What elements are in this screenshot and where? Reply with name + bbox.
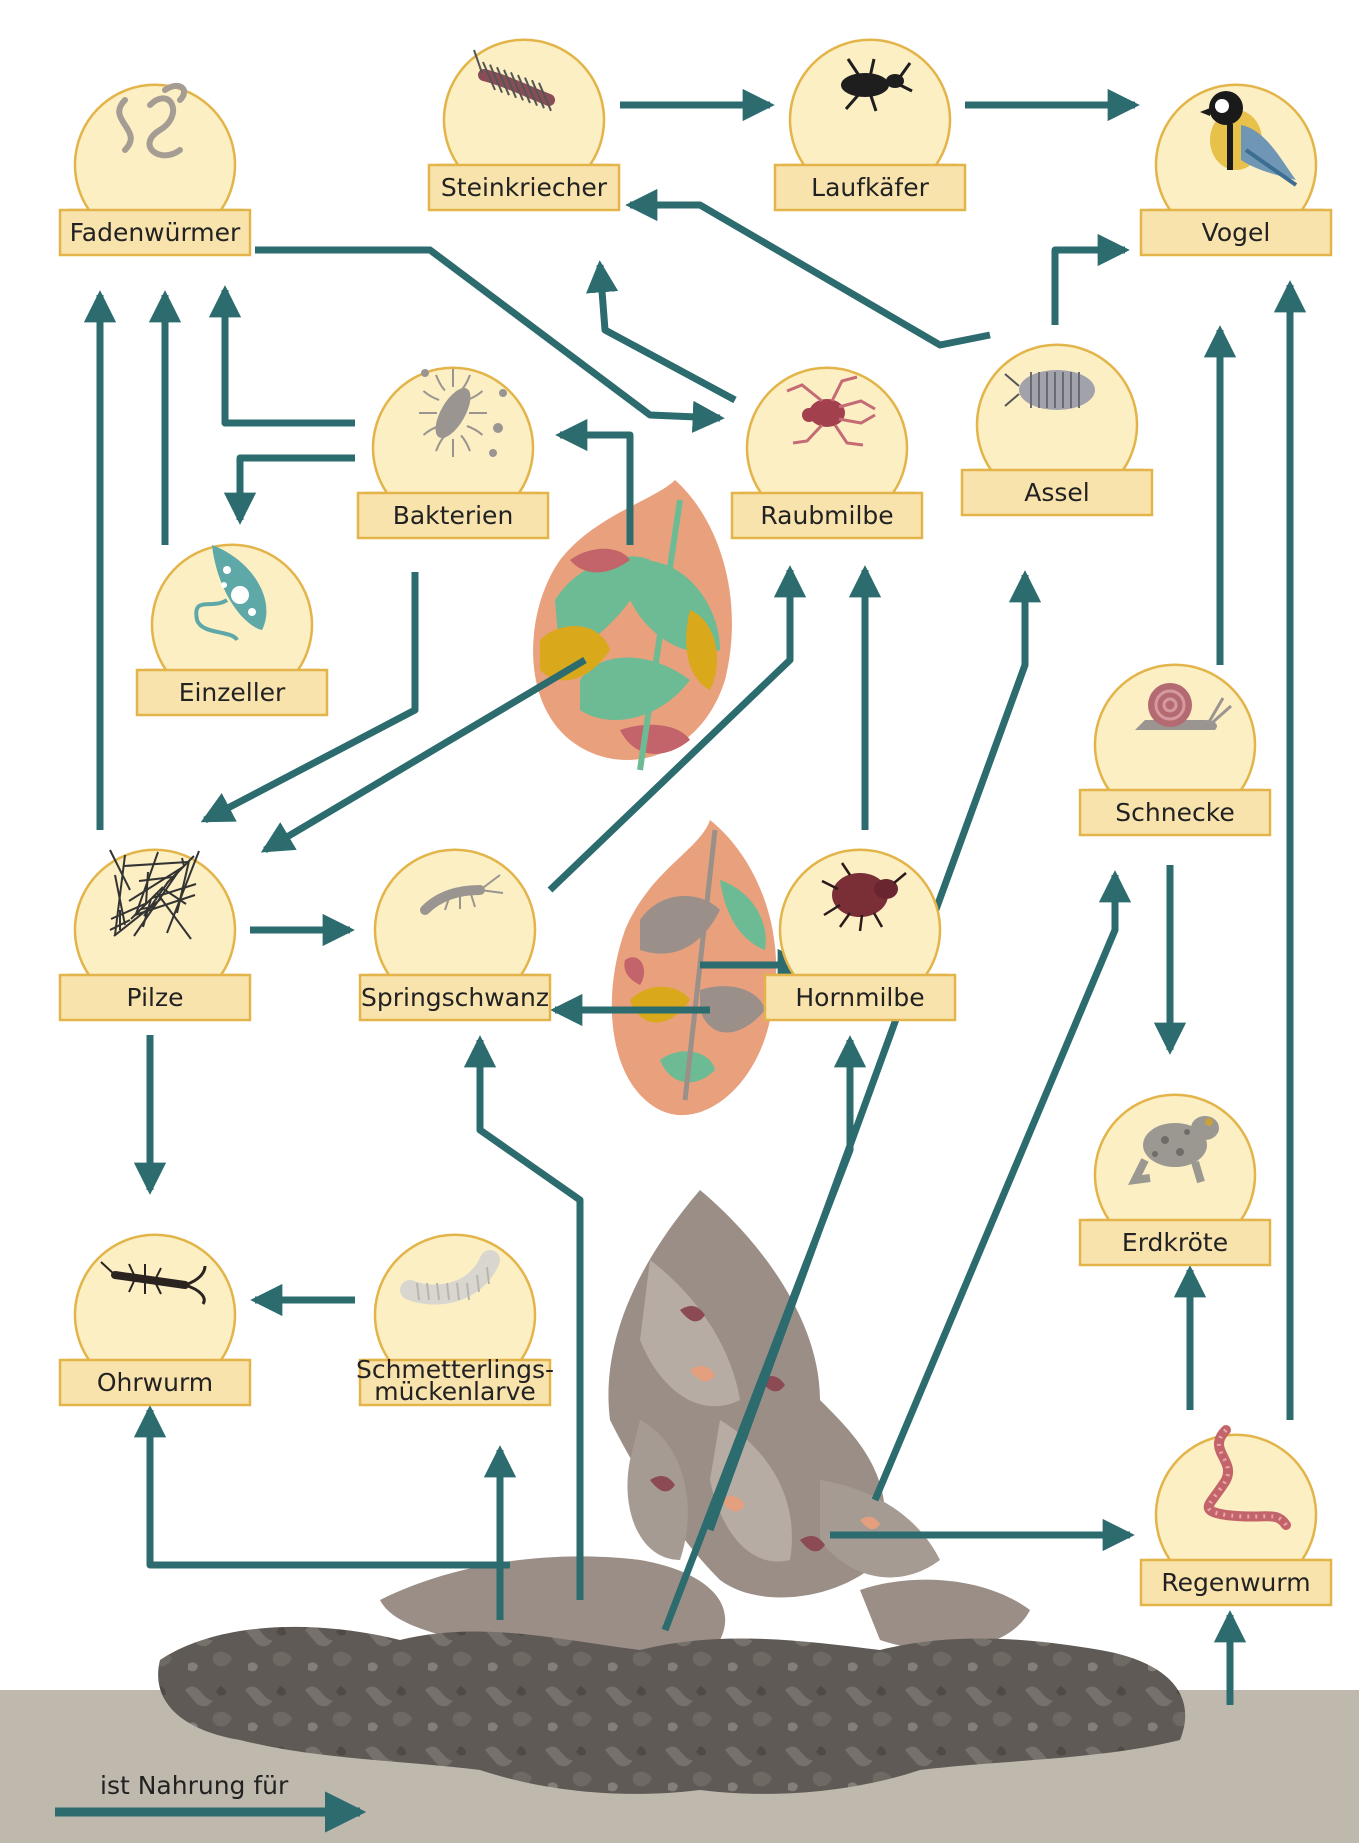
node-bubble	[69, 85, 241, 228]
node-label: Vogel	[1202, 218, 1271, 247]
node-schmetterlingsmueckenlarve: Schmetterlings-mückenlarve	[356, 1235, 554, 1406]
node-label: Schnecke	[1115, 798, 1234, 827]
node-regenwurm: Regenwurm	[1141, 1430, 1331, 1605]
node-bubble	[971, 345, 1143, 488]
arrow-bakterien-to-fadenwuermer	[225, 290, 355, 423]
node-label: Schmetterlings-mückenlarve	[356, 1355, 554, 1406]
node-einzeller: Einzeller	[137, 545, 327, 715]
node-label: Fadenwürmer	[70, 218, 241, 247]
node-bakterien: Bakterien	[358, 368, 548, 538]
arrow-raubmilbe-to-steinkriecher	[600, 265, 735, 400]
node-label: Einzeller	[179, 678, 286, 707]
node-bubble	[1150, 1435, 1322, 1578]
node-bubble	[369, 850, 541, 993]
node-label: Regenwurm	[1161, 1568, 1310, 1597]
node-label: Raubmilbe	[760, 501, 893, 530]
node-label: Steinkriecher	[441, 173, 608, 202]
node-label: Hornmilbe	[795, 983, 924, 1012]
node-label: Erdkröte	[1122, 1228, 1228, 1257]
node-hornmilbe: Hornmilbe	[765, 850, 955, 1020]
node-bubble	[438, 40, 610, 183]
node-label: Pilze	[127, 983, 184, 1012]
node-raubmilbe: Raubmilbe	[732, 368, 922, 538]
node-label: Laufkäfer	[811, 173, 929, 202]
node-bubble	[69, 1235, 241, 1378]
node-fadenwuermer: Fadenwürmer	[60, 85, 250, 255]
arrow-assel-to-steinkriecher	[630, 205, 990, 345]
leaf-litter-illustration	[158, 1190, 1185, 1794]
node-label: Springschwanz	[361, 983, 549, 1012]
legend-label: ist Nahrung für	[100, 1771, 289, 1800]
node-ohrwurm: Ohrwurm	[60, 1235, 250, 1405]
node-schnecke: Schnecke	[1080, 665, 1270, 835]
node-bubble	[741, 368, 913, 511]
node-laufkaefer: Laufkäfer	[775, 40, 965, 210]
arrow-assel-to-vogel	[1055, 250, 1125, 325]
node-label: Assel	[1024, 478, 1089, 507]
node-assel: Assel	[962, 345, 1152, 515]
node-bubble	[69, 850, 241, 993]
arrow-streu-to-ohrwurm	[150, 1410, 510, 1565]
node-springschwanz: Springschwanz	[360, 850, 550, 1020]
node-bubble	[784, 40, 956, 183]
node-pilze: Pilze	[60, 850, 250, 1020]
node-erdkroete: Erdkröte	[1080, 1095, 1270, 1265]
arrow-bakterien-to-einzeller	[240, 458, 355, 520]
node-steinkriecher: Steinkriecher	[429, 40, 619, 210]
node-label: Ohrwurm	[97, 1368, 213, 1397]
node-vogel: Vogel	[1141, 85, 1331, 255]
node-label: Bakterien	[393, 501, 514, 530]
